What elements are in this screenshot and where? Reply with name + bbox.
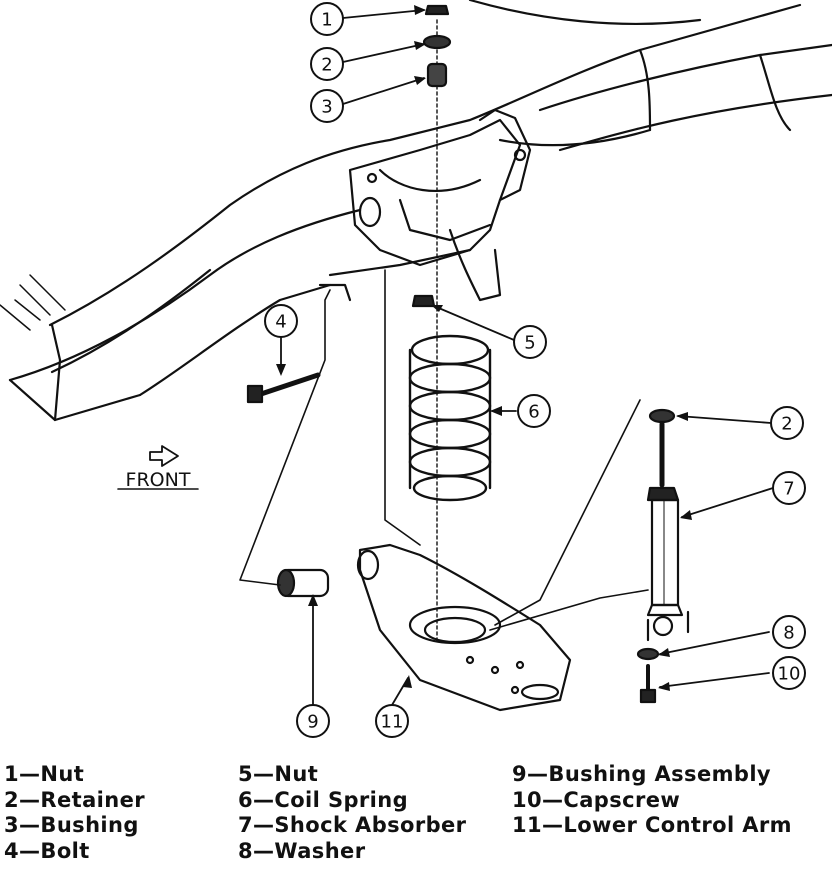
bushing-assembly-part <box>276 568 330 598</box>
front-arrow-icon <box>149 445 179 467</box>
legend-item-nut-lower: 5—Nut <box>238 762 319 786</box>
upper-spring-bracket <box>318 108 532 302</box>
legend-column-2: 5—Nut 6—Coil Spring 7—Shock Absorber 8—W… <box>238 762 466 864</box>
legend-item-bushing-assembly: 9—Bushing Assembly <box>512 762 772 786</box>
legend-item-washer: 8—Washer <box>238 838 366 863</box>
leader-lines <box>280 9 774 706</box>
legend-item-coil-spring: 6—Coil Spring <box>238 787 409 812</box>
upper-bushing-part <box>426 62 448 88</box>
suspension-exploded-diagram: 1 2 3 4 5 6 2 7 8 10 9 11 FRONT <box>0 0 832 738</box>
shock-absorber-part <box>646 408 690 642</box>
legend-item-bolt: 4—Bolt <box>4 838 90 863</box>
callout-circles <box>264 2 806 738</box>
washer-part <box>636 647 660 661</box>
legend-column-1: 1—Nut 2—Retainer 3—Bushing 4—Bolt <box>4 762 145 864</box>
legend-item-lower-control-arm: 11—Lower Control Arm <box>512 813 792 837</box>
upper-nut-part <box>424 4 450 16</box>
lower-control-arm-part <box>356 543 572 712</box>
leader-arrowheads <box>276 5 692 691</box>
frame-rail <box>0 0 832 422</box>
parts-legend: 1—Nut 2—Retainer 3—Bushing 4—Bolt 5—Nut … <box>0 762 832 870</box>
pivot-bolt-part <box>246 372 321 404</box>
callout-8: 8 <box>783 623 794 644</box>
callout-10: 10 <box>778 664 801 685</box>
legend-item-shock-absorber: 7—Shock Absorber <box>238 813 467 837</box>
callout-7: 7 <box>783 479 794 500</box>
callout-3: 3 <box>321 97 332 118</box>
capscrew-part <box>639 664 657 704</box>
callout-2: 2 <box>321 55 332 76</box>
callout-1: 1 <box>321 10 332 31</box>
legend-item-retainer: 2—Retainer <box>4 787 145 812</box>
coil-spring-part <box>408 334 492 502</box>
callout-5: 5 <box>524 333 535 354</box>
assembly-guide-lines <box>239 269 649 631</box>
callout-6: 6 <box>528 402 539 423</box>
legend-item-nut: 1—Nut <box>4 762 85 786</box>
callout-9: 9 <box>307 712 318 733</box>
legend-item-bushing: 3—Bushing <box>4 813 139 837</box>
lower-nut-part <box>411 294 436 308</box>
legend-item-capscrew: 10—Capscrew <box>512 787 681 812</box>
legend-column-3: 9—Bushing Assembly 10—Capscrew 11—Lower … <box>512 762 792 839</box>
callout-11: 11 <box>381 712 404 733</box>
callout-2-shock: 2 <box>781 414 792 435</box>
callout-4: 4 <box>275 312 286 333</box>
upper-retainer-part <box>422 34 452 50</box>
front-label: FRONT <box>126 469 191 491</box>
